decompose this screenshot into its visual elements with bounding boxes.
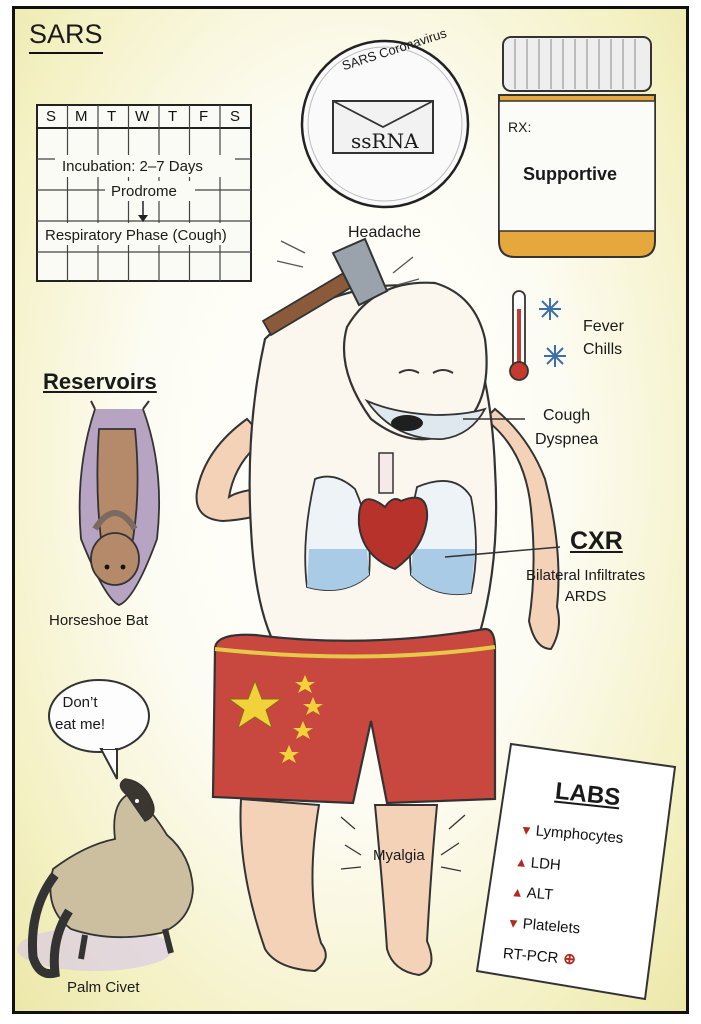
horseshoe-bat-figure: [78, 400, 161, 606]
calendar-day-label: T: [107, 108, 117, 125]
page-title: SARS: [29, 19, 103, 54]
cxr-findings: Bilateral Infiltrates ARDS: [526, 565, 645, 607]
hammer-icon: [261, 237, 420, 337]
fever-label: Fever: [583, 318, 624, 335]
star-icon: [293, 721, 313, 739]
positive-plus-icon: ⊕: [562, 950, 577, 969]
headache-label: Headache: [348, 224, 421, 241]
calendar-day-label: T: [168, 108, 178, 125]
star-icon: [279, 745, 299, 763]
incubation-label: Incubation: 2–7 Days: [62, 158, 203, 175]
pill-bottle-icon: [498, 36, 656, 258]
illustration-drawing: [17, 36, 677, 1001]
chills-label: Chills: [583, 341, 623, 358]
calendar-day-label: W: [135, 108, 150, 125]
speech-text: Don’t eat me!: [55, 692, 105, 736]
arrow-up-icon: ▲: [510, 884, 525, 901]
virus-plate: [300, 39, 470, 209]
lab-item-label: LDH: [530, 854, 562, 874]
speech-line: Don’t: [62, 694, 98, 711]
civet-caption: Palm Civet: [67, 979, 140, 996]
lab-item-label: ALT: [526, 884, 554, 904]
illustration-card: SARS S M T W T F S Incubation: 2–7 Days …: [12, 6, 689, 1014]
star-icon: [227, 679, 283, 730]
cxr-finding-ards: ARDS: [564, 588, 607, 605]
lab-item: ▲ALT: [510, 883, 554, 904]
calendar-day-label: S: [230, 108, 241, 125]
cough-dyspnea-labels: Cough Dyspnea: [535, 404, 598, 452]
star-icon: [295, 675, 315, 693]
cxr-title: CXR: [570, 527, 623, 555]
palm-civet-figure: [17, 778, 194, 979]
snowflake-icon: [544, 345, 566, 367]
cough-label: Cough: [543, 407, 591, 424]
respiratory-phase-label: Respiratory Phase (Cough): [45, 227, 227, 244]
rx-label: RX:: [508, 119, 532, 135]
myalgia-label: Myalgia: [373, 847, 425, 864]
arrow-down-icon: ▼: [519, 822, 534, 839]
arrow-up-icon: ▲: [514, 854, 529, 871]
thermometer-icon: [509, 290, 529, 381]
genome-label: ssRNA: [351, 129, 419, 153]
labs-note: [475, 742, 677, 1001]
bat-caption: Horseshoe Bat: [49, 612, 149, 629]
snowflake-icon: [539, 298, 561, 320]
treatment-label: Supportive: [523, 164, 618, 184]
dyspnea-label: Dyspnea: [535, 431, 599, 448]
calendar-day-label: F: [199, 108, 209, 125]
envelope-icon: [332, 100, 434, 154]
speech-line: eat me!: [55, 716, 106, 733]
calendar-day-label: M: [75, 108, 88, 125]
patient-figure: [195, 281, 560, 977]
fever-chills-labels: Fever Chills: [583, 315, 624, 361]
speech-bubble: [48, 679, 150, 780]
prodrome-label: Prodrome: [111, 183, 177, 200]
cxr-finding-infiltrates: Bilateral Infiltrates: [526, 567, 646, 584]
reservoirs-title: Reservoirs: [43, 369, 157, 394]
star-icon: [303, 697, 323, 715]
calendar-day-label: S: [46, 108, 57, 125]
arrow-down-icon: ▼: [506, 915, 521, 932]
calendar-icon: [36, 104, 252, 282]
